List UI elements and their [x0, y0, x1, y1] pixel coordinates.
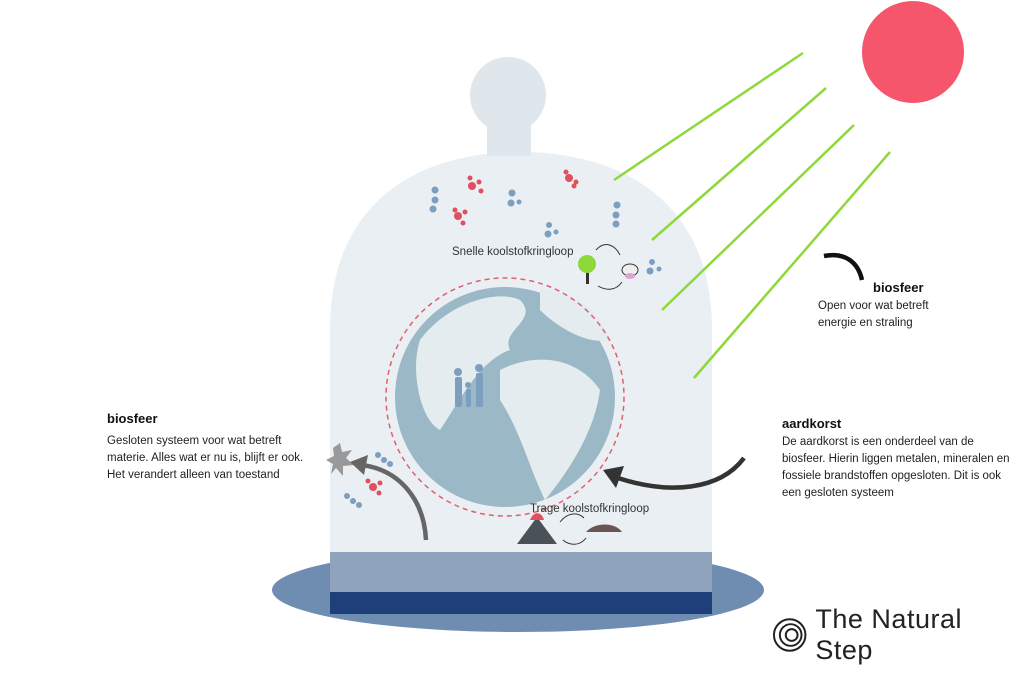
jar-base: [330, 550, 712, 592]
cycle-arrows-fast: [595, 244, 623, 290]
aardkorst-body: De aardkorst is een onderdeel van de bio…: [782, 436, 1010, 499]
aardkorst-title: aardkorst: [782, 416, 842, 431]
logo: The Natural Step: [772, 604, 1024, 666]
globe: [385, 277, 625, 517]
sun: [862, 1, 964, 103]
logo-text: The Natural Step: [815, 604, 962, 665]
jar-base-band: [330, 590, 712, 614]
sun-rays: [613, 51, 891, 379]
biosfeer-closed-note: biosfeer Gesloten systeem voor wat betre…: [107, 410, 317, 484]
arrows: [361, 252, 865, 541]
explosion-icon: [326, 443, 354, 476]
tree-icon: [578, 255, 596, 284]
cycle-arrows-slow: [559, 513, 587, 545]
biosfeer-closed-title: biosfeer: [107, 411, 158, 426]
volcano-icon: [517, 513, 557, 544]
biosfeer-open-note: biosfeer Open voor wat betreft energie e…: [818, 279, 968, 332]
arrow-head-left: [350, 455, 368, 475]
molecules: [344, 169, 662, 508]
biosfeer-closed-body: Gesloten systeem voor wat betreft materi…: [107, 435, 304, 481]
slow-cycle-label: Trage koolstofkringloop: [530, 503, 650, 515]
logo-spiral-icon: [772, 618, 807, 652]
fast-cycle-label: Snelle koolstofkringloop: [452, 246, 574, 258]
sediment-icon: [586, 524, 622, 532]
family-icon: [454, 364, 483, 407]
arrow-head-right: [603, 466, 624, 488]
biosfeer-open-body: Open voor wat betreft energie en stralin…: [818, 300, 929, 329]
cow-icon: [621, 263, 639, 279]
biosfeer-open-title: biosfeer: [873, 280, 924, 295]
aardkorst-note: aardkorst De aardkorst is een onderdeel …: [782, 415, 1018, 502]
jar-knob: [470, 57, 546, 133]
